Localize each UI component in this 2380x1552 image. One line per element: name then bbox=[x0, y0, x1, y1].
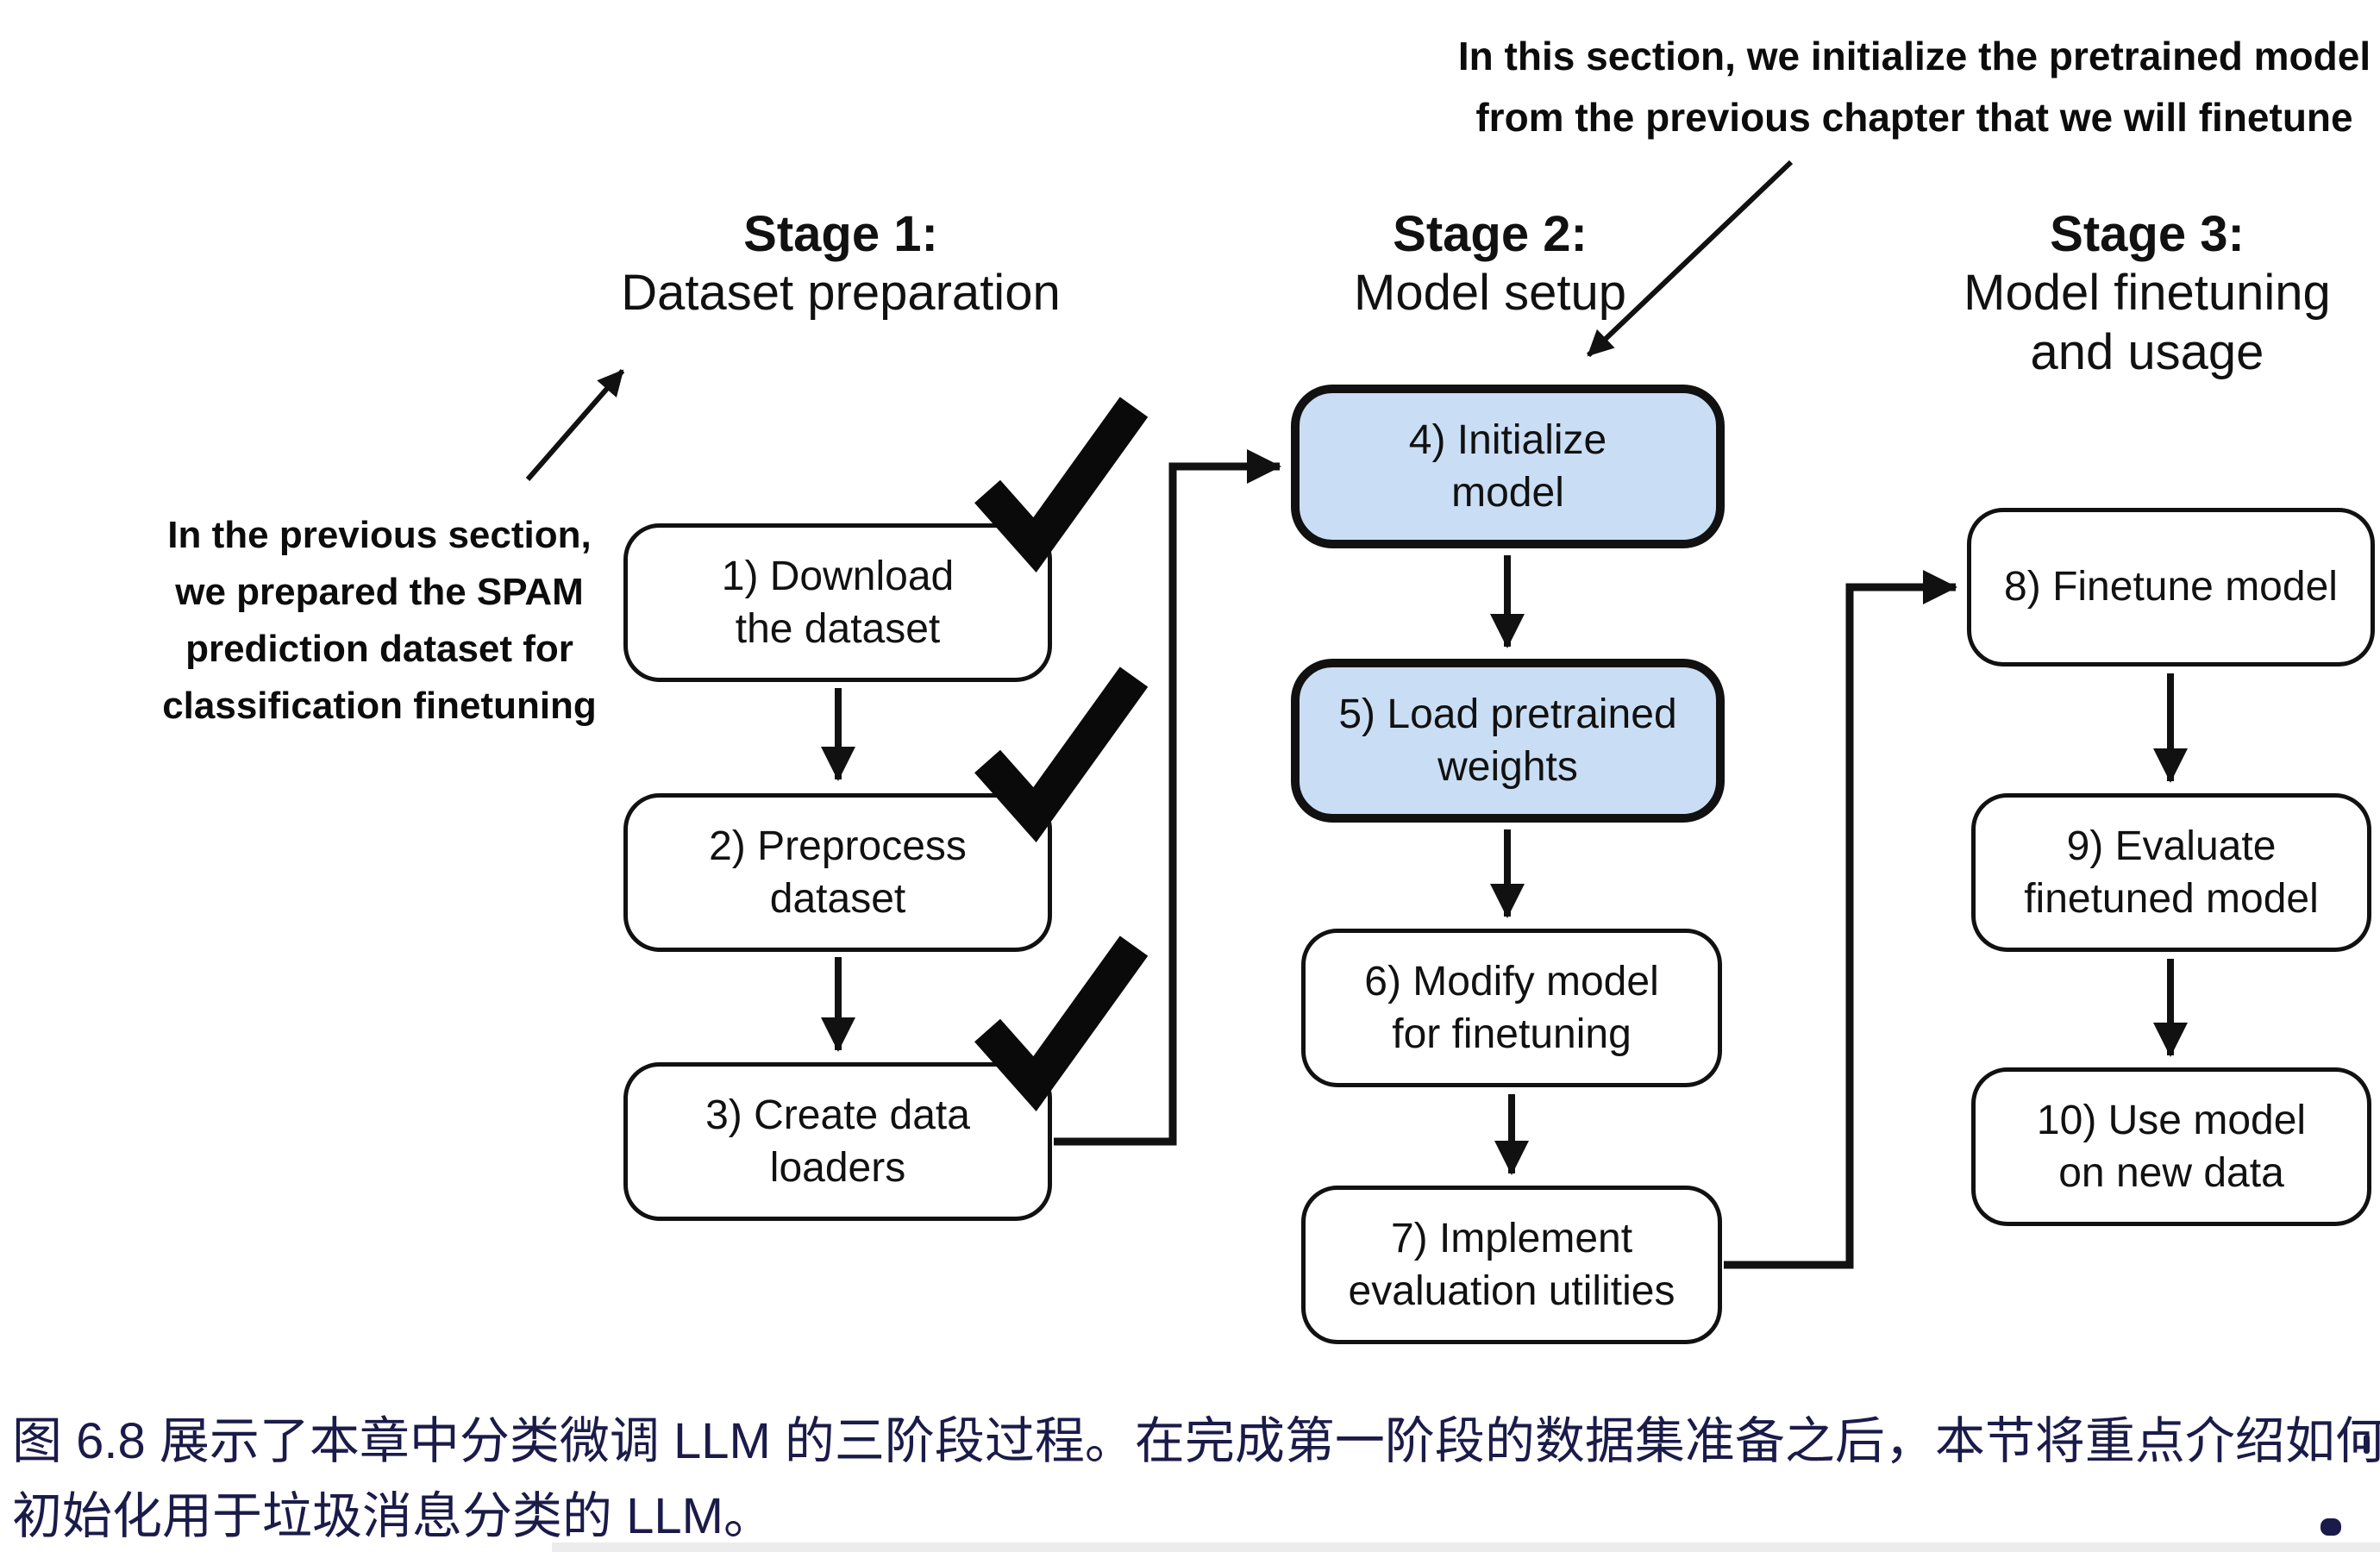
flow-box-load-pretrained-weights: 5) Load pretrained weights bbox=[1291, 659, 1725, 823]
bottom-edge-strip bbox=[552, 1543, 2380, 1552]
left-annotation: In the previous section, we prepared the… bbox=[162, 514, 597, 727]
caption-line-2: 初始化用于垃圾消息分类的 LLM。 bbox=[12, 1488, 774, 1544]
stage-2-heading: Stage 2: Model setup bbox=[1231, 205, 1749, 323]
figure-caption: 图 6.8 展示了本章中分类微调 LLM 的三阶段过程。在完成第一阶段的数据集准… bbox=[12, 1404, 2380, 1552]
stage-2-title: Stage 2: bbox=[1393, 206, 1588, 262]
caption-cursor-mark bbox=[2320, 1518, 2341, 1536]
flow-box-download-dataset: 1) Download the dataset bbox=[623, 523, 1052, 682]
stage-1-heading: Stage 1: Dataset preparation bbox=[539, 205, 1143, 323]
left-annotation-arrow bbox=[525, 369, 625, 481]
flow-box-implement-eval-utilities: 7) Implement evaluation utilities bbox=[1301, 1186, 1722, 1344]
elbow-connector-7-to-8 bbox=[1724, 570, 1957, 1269]
flow-box-finetune-model: 8) Finetune model bbox=[1967, 508, 2375, 666]
stage-1-title: Stage 1: bbox=[743, 206, 938, 262]
top-annotation: In this section, we initialize the pretr… bbox=[1457, 34, 2371, 141]
caption-line-1: 图 6.8 展示了本章中分类微调 LLM 的三阶段过程。在完成第一阶段的数据集准… bbox=[12, 1413, 2380, 1469]
stage-1-subtitle: Dataset preparation bbox=[621, 265, 1061, 322]
flow-box-preprocess-dataset: 2) Preprocess dataset bbox=[623, 793, 1052, 952]
stage-3-subtitle: Model finetuning and usage bbox=[1964, 265, 2331, 380]
flow-box-evaluate-model: 9) Evaluate finetuned model bbox=[1971, 793, 2371, 952]
stage-2-subtitle: Model setup bbox=[1354, 265, 1626, 322]
clipped-character-mark bbox=[2364, 1435, 2370, 1454]
flow-box-initialize-model: 4) Initialize model bbox=[1291, 385, 1725, 548]
flow-box-use-model-new-data: 10) Use model on new data bbox=[1971, 1067, 2371, 1226]
elbow-connector-3-to-4 bbox=[1054, 449, 1281, 1146]
flow-box-create-data-loaders: 3) Create data loaders bbox=[623, 1062, 1052, 1221]
flow-box-modify-model: 6) Modify model for finetuning bbox=[1301, 929, 1722, 1087]
stage-3-title: Stage 3: bbox=[2050, 206, 2245, 262]
stage-3-heading: Stage 3: Model finetuning and usage bbox=[1888, 205, 2380, 382]
